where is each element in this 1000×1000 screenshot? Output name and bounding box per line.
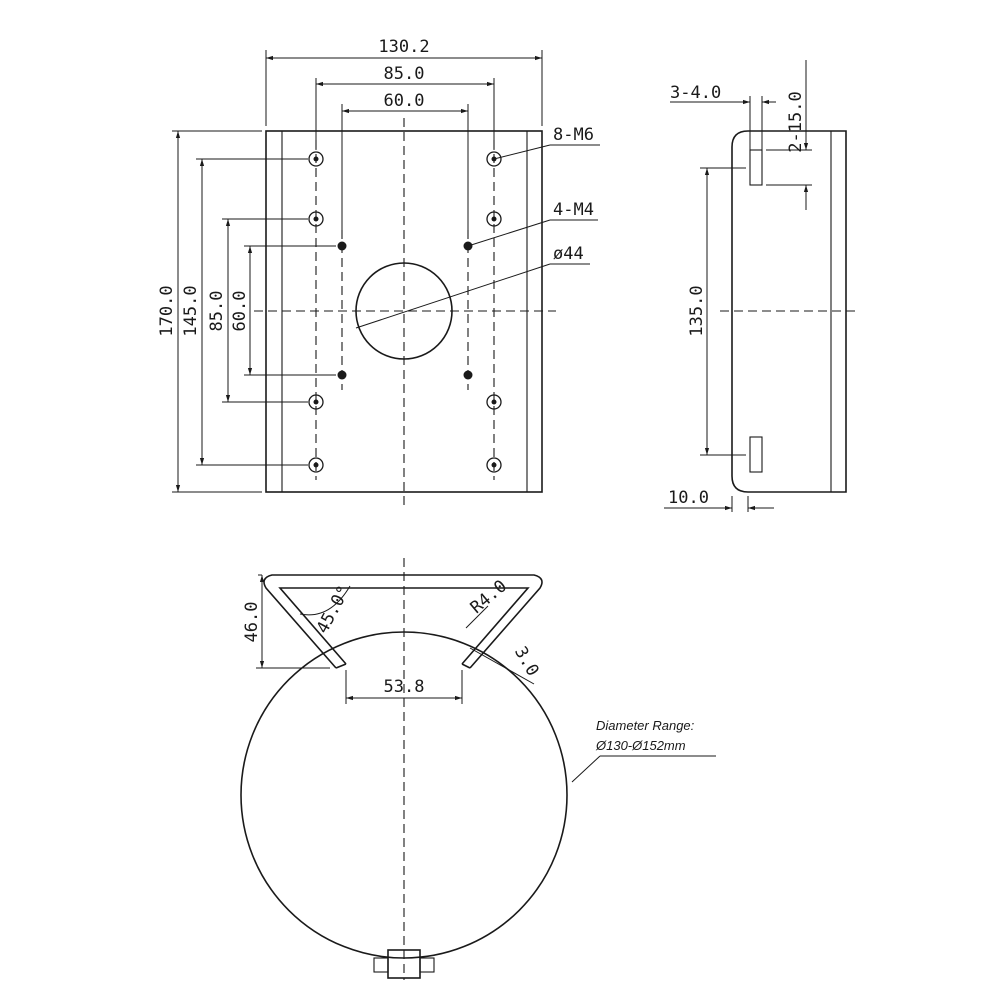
dim-thickness-label: 3.0 bbox=[510, 643, 543, 680]
dim-slot-span-label: 135.0 bbox=[687, 285, 707, 336]
dim-hole-span-outer-label: 85.0 bbox=[384, 64, 425, 84]
dim-hole-span-outer: 85.0 bbox=[315, 64, 495, 150]
dim-angle: 45.0° bbox=[299, 582, 355, 637]
side-slot-top bbox=[749, 149, 763, 186]
pole-circle bbox=[240, 631, 568, 959]
callout-m6: 8-M6 bbox=[493, 125, 600, 160]
side-profile-outline bbox=[731, 130, 847, 493]
dim-height-mid-holes: 85.0 bbox=[207, 218, 308, 403]
side-view: 3-4.0 2-15.0 135.0 10.0 bbox=[664, 60, 858, 512]
dim-width-total-label: 130.2 bbox=[378, 37, 429, 57]
dim-width-total: 130.2 bbox=[265, 37, 543, 126]
dim-radius-label: R4.0 bbox=[467, 576, 511, 618]
dim-slot-span: 135.0 bbox=[687, 167, 746, 456]
bracket-profile bbox=[263, 574, 543, 669]
dim-gap: 53.8 bbox=[345, 670, 463, 704]
dim-hole-span-inner-label: 60.0 bbox=[384, 91, 425, 111]
diameter-note-line2: Ø130-Ø152mm bbox=[595, 738, 686, 753]
bottom-view: 46.0 45.0° R4.0 3.0 53.8 Diameter bbox=[240, 558, 716, 980]
callout-center-hole: ø44 bbox=[355, 244, 590, 329]
dim-slot-length: 2-15.0 bbox=[766, 60, 812, 210]
clamp-bolt bbox=[373, 949, 435, 979]
dim-angle-label: 45.0° bbox=[313, 582, 355, 637]
front-view: 130.2 85.0 60.0 170.0 145.0 bbox=[157, 37, 600, 505]
dim-height-outer-holes-label: 145.0 bbox=[181, 285, 201, 336]
dim-height-outer-holes: 145.0 bbox=[181, 158, 308, 466]
diameter-note-line1: Diameter Range: bbox=[596, 718, 695, 733]
dim-gap-label: 53.8 bbox=[384, 677, 425, 697]
diameter-note: Diameter Range: Ø130-Ø152mm bbox=[571, 718, 716, 783]
callout-m4: 4-M4 bbox=[467, 200, 598, 247]
dim-height-inner-holes: 60.0 bbox=[230, 245, 336, 376]
callout-m4-label: 4-M4 bbox=[553, 200, 594, 220]
dim-slot-width: 3-4.0 bbox=[670, 83, 776, 150]
dim-height-mid-holes-label: 85.0 bbox=[207, 291, 227, 332]
dim-height-total-label: 170.0 bbox=[157, 285, 177, 336]
callout-center-hole-label: ø44 bbox=[553, 244, 584, 264]
dim-thickness: 3.0 bbox=[469, 643, 543, 685]
dim-slot-width-label: 3-4.0 bbox=[670, 83, 721, 103]
dim-bracket-height: 46.0 bbox=[242, 574, 330, 669]
dim-height-inner-holes-label: 60.0 bbox=[230, 291, 250, 332]
center-hole bbox=[355, 262, 453, 360]
dim-slot-length-label: 2-15.0 bbox=[786, 91, 806, 152]
dim-bracket-height-label: 46.0 bbox=[242, 602, 262, 643]
dim-radius: R4.0 bbox=[465, 576, 511, 629]
callout-m6-label: 8-M6 bbox=[553, 125, 594, 145]
dim-flange-label: 10.0 bbox=[668, 488, 709, 508]
side-slot-bottom bbox=[749, 436, 763, 473]
dim-height-total: 170.0 bbox=[157, 130, 262, 493]
dim-flange: 10.0 bbox=[664, 488, 774, 512]
dim-hole-span-inner: 60.0 bbox=[341, 91, 469, 238]
